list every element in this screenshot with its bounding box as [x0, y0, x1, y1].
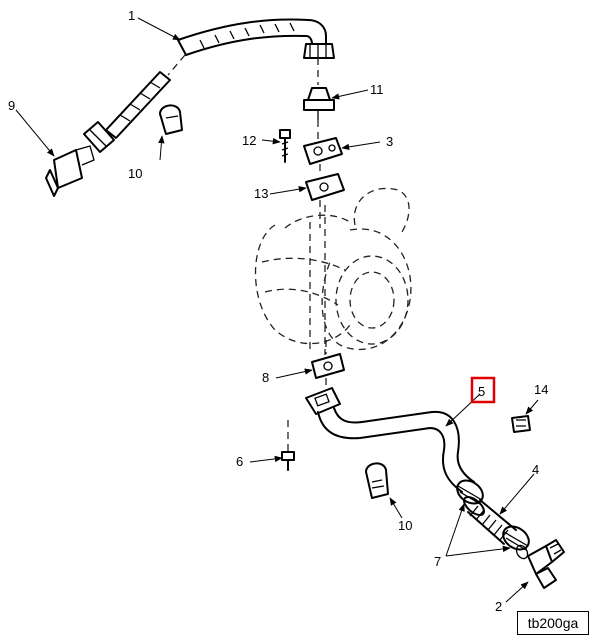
callout-4: 4: [532, 462, 539, 477]
callout-5: 5: [478, 384, 485, 399]
elbow-fitting-9: [45, 145, 95, 197]
gasket-13: [305, 164, 345, 228]
elbow-connector-2: [515, 539, 565, 589]
callout-3: 3: [386, 134, 393, 149]
callout-14: 14: [534, 382, 548, 397]
bolt-12: [279, 129, 291, 163]
callout-8: 8: [262, 370, 269, 385]
bolt-6: [281, 420, 295, 471]
plug-14: [511, 415, 531, 433]
oil-supply-hose: [105, 18, 335, 139]
restrictor-fitting-11: [303, 58, 335, 140]
callout-9: 9: [8, 98, 15, 113]
highlight-box-5: [470, 376, 496, 404]
turbocharger-phantom: [254, 187, 412, 355]
hose-clamp-7-upper: [456, 479, 484, 505]
callout-labels: 1 2 3 4 5 6 7 8 9 10 10 11 12 13 14: [8, 8, 548, 614]
hose-end-fitting: [83, 121, 115, 153]
oil-drain-tube-5: [305, 387, 475, 493]
leader-lines: [15, 17, 539, 603]
callout-10-lower: 10: [398, 518, 412, 533]
clip-10-upper: [159, 104, 183, 135]
oil-inlet-flange-3: [303, 137, 343, 165]
callout-10-upper: 10: [128, 166, 142, 181]
figure-id: tb200ga: [517, 611, 589, 635]
drain-hose-4: [463, 496, 517, 545]
callout-12: 12: [242, 133, 256, 148]
gasket-8: [311, 340, 345, 388]
clip-10-lower: [365, 462, 389, 499]
callout-6: 6: [236, 454, 243, 469]
callout-7: 7: [434, 554, 441, 569]
callout-11: 11: [370, 82, 384, 97]
callout-2: 2: [495, 599, 502, 614]
callout-1: 1: [128, 8, 135, 23]
callout-13: 13: [254, 186, 268, 201]
